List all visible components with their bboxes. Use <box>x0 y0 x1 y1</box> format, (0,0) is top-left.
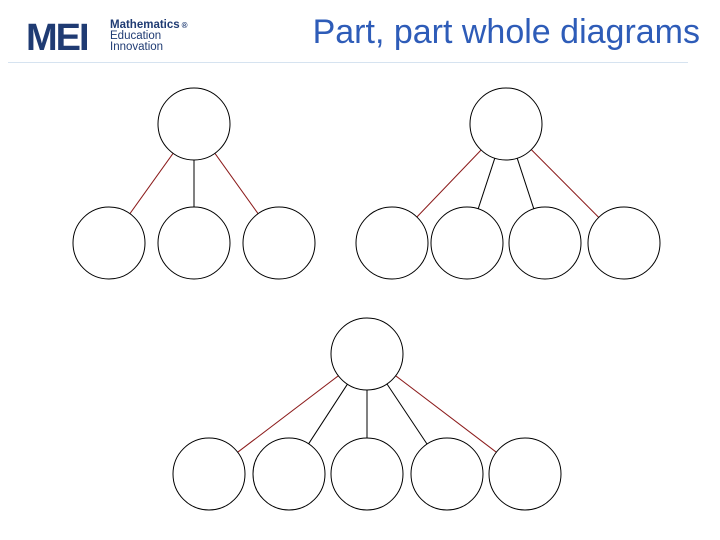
mei-logo: MEI Mathematics® Education Innovation <box>26 17 216 59</box>
connector-line <box>308 383 348 445</box>
logo-word-innovation: Innovation <box>110 41 164 53</box>
part-circle <box>508 206 582 280</box>
header-divider <box>8 62 688 63</box>
diagram-three-parts <box>72 87 316 280</box>
connector-line <box>386 383 428 445</box>
part-circle <box>157 206 231 280</box>
part-circle <box>355 206 429 280</box>
part-circle <box>410 437 484 511</box>
connector-line <box>214 153 259 214</box>
registered-mark: ® <box>181 21 188 30</box>
connector-line <box>477 158 496 209</box>
logo-word-mathematics: Mathematics® <box>110 19 188 31</box>
part-circle <box>172 437 246 511</box>
logo-word-education: Education <box>110 30 162 42</box>
whole-circle <box>330 317 404 391</box>
logo-wordmark: Mathematics® Education Innovation <box>110 19 188 53</box>
diagram-five-parts <box>172 317 562 511</box>
part-circle <box>488 437 562 511</box>
diagram-four-parts <box>355 87 661 280</box>
connector-line <box>129 153 174 214</box>
whole-circle <box>157 87 231 161</box>
header: MEI Mathematics® Education Innovation Pa… <box>0 0 720 64</box>
whole-circle <box>469 87 543 161</box>
connector-line <box>416 149 482 218</box>
part-circle <box>587 206 661 280</box>
connector-line <box>530 149 600 218</box>
connector-line <box>395 375 497 453</box>
connector-line <box>516 158 535 209</box>
part-circle <box>252 437 326 511</box>
logo-mark: MEI <box>26 17 90 59</box>
page-title: Part, part whole diagrams <box>312 13 700 51</box>
part-circle <box>72 206 146 280</box>
part-circle <box>430 206 504 280</box>
connector-line <box>237 375 339 453</box>
part-circle <box>330 437 404 511</box>
part-circle <box>242 206 316 280</box>
